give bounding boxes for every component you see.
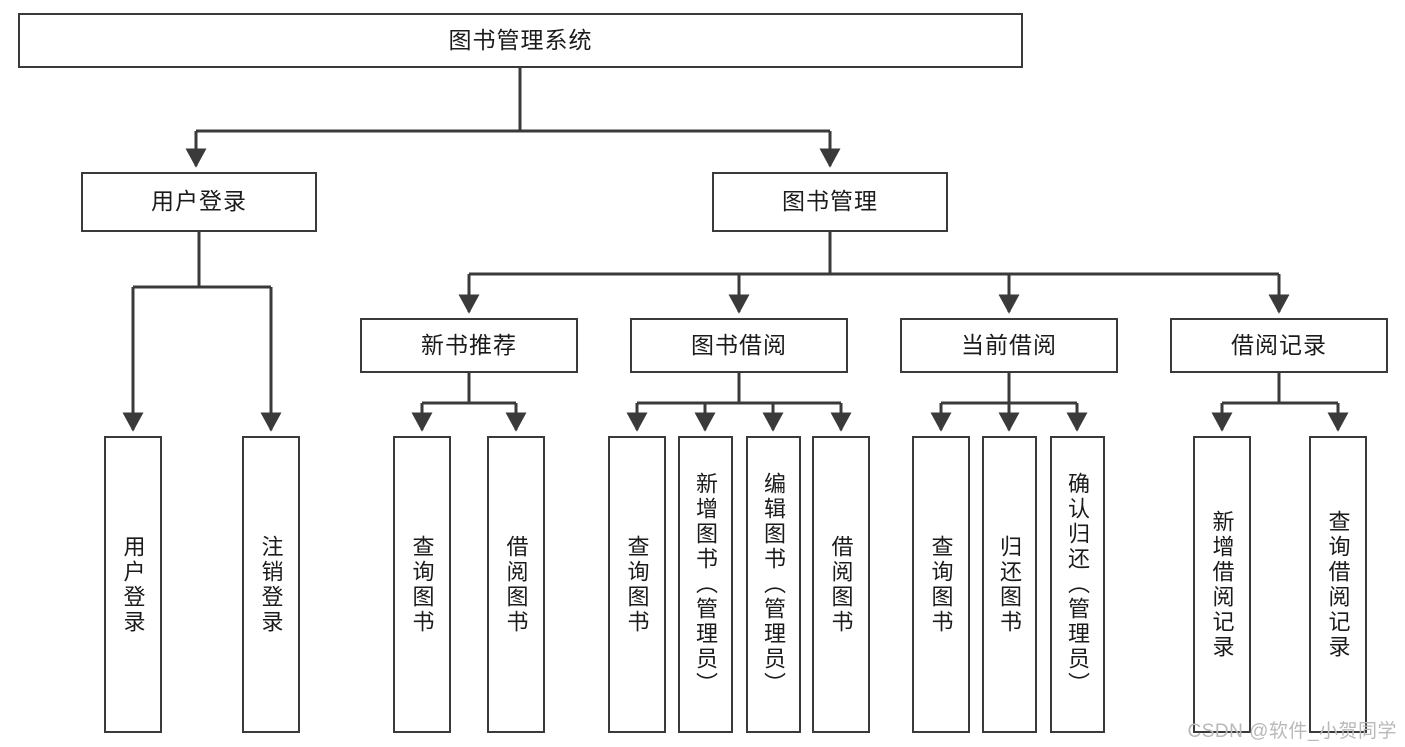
node-leaf-query-book-1[interactable]: 查询图书 <box>393 436 451 733</box>
node-leaf-add-record[interactable]: 新增借阅记录 <box>1193 436 1251 733</box>
node-user-login-label: 用户登录 <box>151 188 247 215</box>
node-leaf-edit-book-label: 编辑图书（管理员） <box>761 472 787 697</box>
node-leaf-borrow-book-2-label: 借阅图书 <box>828 534 854 635</box>
node-book-manage[interactable]: 图书管理 <box>712 172 948 232</box>
node-leaf-query-book-3-label: 查询图书 <box>928 534 954 635</box>
node-leaf-borrow-book-1-label: 借阅图书 <box>503 534 529 635</box>
node-leaf-query-book-3[interactable]: 查询图书 <box>912 436 970 733</box>
node-new-book-recommend[interactable]: 新书推荐 <box>360 318 578 373</box>
node-leaf-edit-book[interactable]: 编辑图书（管理员） <box>746 436 801 733</box>
node-borrow-record-label: 借阅记录 <box>1231 331 1327 358</box>
node-leaf-add-book[interactable]: 新增图书（管理员） <box>678 436 733 733</box>
node-root[interactable]: 图书管理系统 <box>18 13 1023 68</box>
node-book-borrow-label: 图书借阅 <box>691 331 787 358</box>
watermark: CSDN @软件_小贺同学 <box>1187 721 1397 742</box>
node-current-borrow[interactable]: 当前借阅 <box>900 318 1118 373</box>
node-leaf-borrow-book-2[interactable]: 借阅图书 <box>812 436 870 733</box>
node-new-book-recommend-label: 新书推荐 <box>421 331 517 358</box>
node-leaf-query-record-label: 查询借阅记录 <box>1325 509 1351 660</box>
node-borrow-record[interactable]: 借阅记录 <box>1170 318 1388 373</box>
node-current-borrow-label: 当前借阅 <box>961 331 1057 358</box>
node-leaf-query-book-2-label: 查询图书 <box>624 534 650 635</box>
node-leaf-return-book-label: 归还图书 <box>997 534 1023 635</box>
node-leaf-query-book-1-label: 查询图书 <box>409 534 435 635</box>
node-leaf-add-book-label: 新增图书（管理员） <box>693 472 719 697</box>
node-leaf-confirm-return[interactable]: 确认归还（管理员） <box>1050 436 1105 733</box>
node-leaf-add-record-label: 新增借阅记录 <box>1209 509 1235 660</box>
node-leaf-user-login-label: 用户登录 <box>120 534 146 635</box>
node-book-manage-label: 图书管理 <box>782 188 878 215</box>
node-root-label: 图书管理系统 <box>448 26 593 53</box>
node-leaf-return-book[interactable]: 归还图书 <box>982 436 1037 733</box>
node-leaf-borrow-book-1[interactable]: 借阅图书 <box>487 436 545 733</box>
node-leaf-confirm-return-label: 确认归还（管理员） <box>1065 472 1091 697</box>
node-user-login[interactable]: 用户登录 <box>81 172 317 232</box>
node-leaf-user-login[interactable]: 用户登录 <box>104 436 162 733</box>
node-leaf-query-record[interactable]: 查询借阅记录 <box>1309 436 1367 733</box>
node-leaf-user-logout[interactable]: 注销登录 <box>242 436 300 733</box>
node-book-borrow[interactable]: 图书借阅 <box>630 318 848 373</box>
node-leaf-query-book-2[interactable]: 查询图书 <box>608 436 666 733</box>
node-leaf-user-logout-label: 注销登录 <box>258 534 284 635</box>
